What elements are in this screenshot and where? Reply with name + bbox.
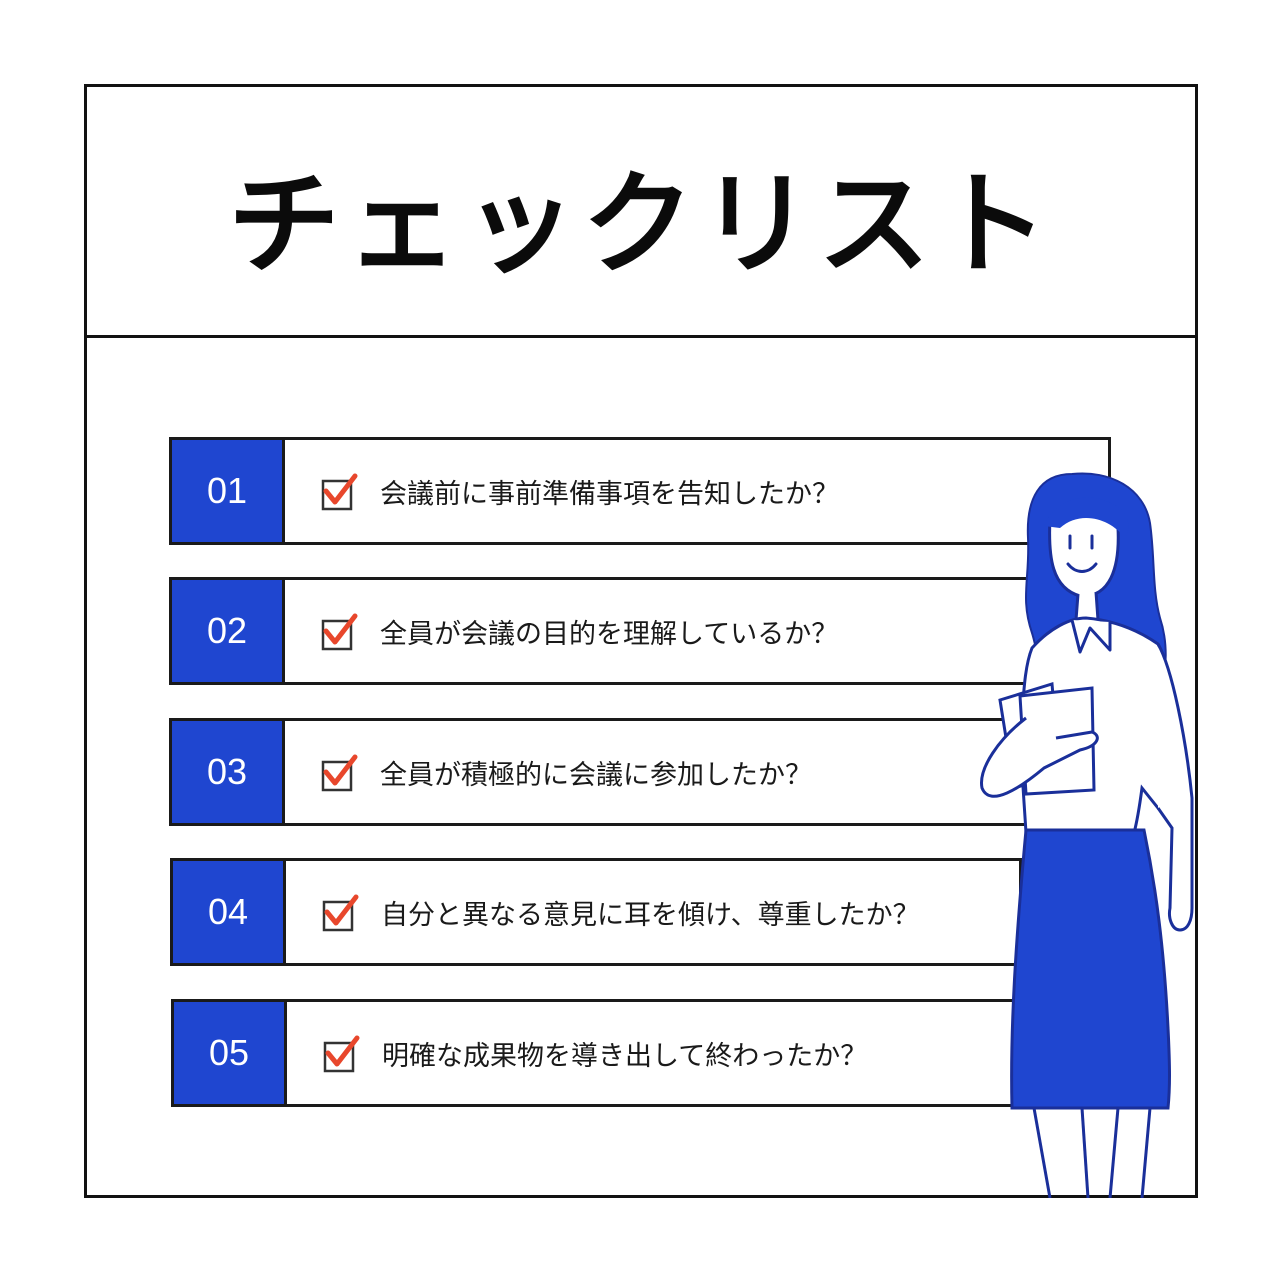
checklist-item[interactable]: 05 明確な成果物を導き出して終わったか？ (171, 999, 1033, 1107)
page-title: チェックリスト (228, 160, 1054, 290)
checklist-card: チェックリスト (84, 84, 1198, 1198)
item-label: 会議前に事前準備事項を告知したか？ (380, 478, 839, 510)
header: チェックリスト (87, 87, 1195, 338)
item-label: 全員が会議の目的を理解しているか？ (380, 618, 839, 650)
businesswoman-illustration (980, 472, 1194, 1198)
checklist-item[interactable]: 04 自分と異なる意見に耳を傾け、尊重したか？ (170, 858, 1022, 966)
item-label: 明確な成果物を導き出して終わったか？ (382, 1040, 868, 1072)
checked-box-icon (321, 613, 358, 651)
item-number: 04 (173, 861, 286, 963)
item-number: 02 (172, 580, 285, 682)
item-label: 全員が積極的に会議に参加したか？ (380, 759, 812, 791)
item-number: 03 (172, 721, 285, 823)
checked-box-icon (321, 754, 358, 792)
item-label: 自分と異なる意見に耳を傾け、尊重したか？ (381, 899, 920, 931)
checklist-item[interactable]: 03 全員が積極的に会議に参加したか？ (169, 718, 1029, 826)
checked-box-icon (323, 1035, 360, 1073)
checked-box-icon (321, 473, 358, 511)
item-number: 05 (174, 1002, 287, 1104)
checklist-item[interactable]: 01 会議前に事前準備事項を告知したか？ (169, 437, 1111, 545)
checked-box-icon (322, 894, 359, 932)
item-number: 01 (172, 440, 285, 542)
checklist-item[interactable]: 02 全員が会議の目的を理解しているか？ (169, 577, 1039, 685)
